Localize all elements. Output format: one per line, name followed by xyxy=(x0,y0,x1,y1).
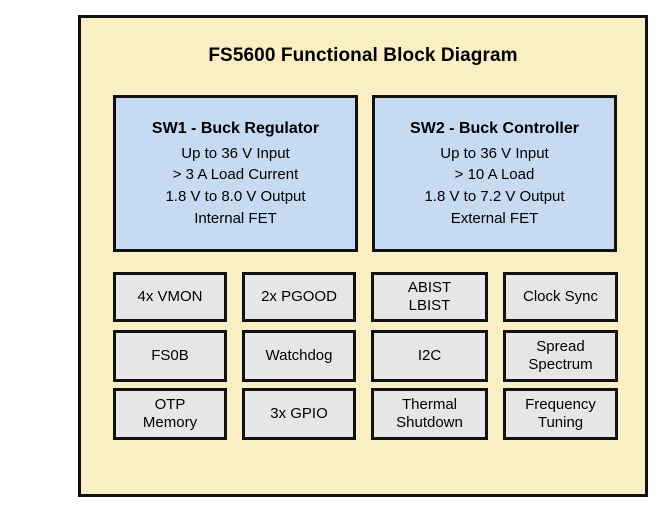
feature-cell-frequency-tuning: Frequency Tuning xyxy=(503,388,618,440)
sw1-spec-line-1: Up to 36 V Input xyxy=(181,144,290,162)
switching-blocks-row: SW1 - Buck Regulator Up to 36 V Input > … xyxy=(113,95,617,252)
feature-label: OTP Memory xyxy=(142,396,198,431)
diagram-title: FS5600 Functional Block Diagram xyxy=(208,45,518,66)
sw1-spec-line-4: Internal FET xyxy=(194,209,277,227)
feature-cell-otp-memory: OTP Memory xyxy=(113,388,227,440)
feature-grid: 4x VMON 2x PGOOD ABIST LBIST Clock Sync … xyxy=(113,272,618,440)
sw1-buck-regulator-block: SW1 - Buck Regulator Up to 36 V Input > … xyxy=(113,95,358,252)
feature-cell-i2c: I2C xyxy=(371,330,488,382)
feature-cell-fs0b: FS0B xyxy=(113,330,227,382)
sw1-spec-line-3: 1.8 V to 8.0 V Output xyxy=(165,188,306,205)
feature-label: FS0B xyxy=(151,347,189,365)
sw2-spec-line-2: > 10 A Load xyxy=(454,166,535,184)
sw2-buck-controller-block: SW2 - Buck Controller Up to 36 V Input >… xyxy=(372,95,617,252)
feature-cell-vmon: 4x VMON xyxy=(113,272,227,322)
diagram-frame: FS5600 Functional Block Diagram SW1 - Bu… xyxy=(78,15,648,497)
feature-label: Spread Spectrum xyxy=(528,338,593,373)
feature-label: 2x PGOOD xyxy=(261,288,337,306)
feature-cell-pgood: 2x PGOOD xyxy=(242,272,356,322)
feature-label: Clock Sync xyxy=(522,288,599,306)
sw1-spec-line-2: > 3 A Load Current xyxy=(172,166,299,184)
sw2-spec-line-4: External FET xyxy=(450,209,539,227)
sw2-spec-line-3: 1.8 V to 7.2 V Output xyxy=(424,188,565,205)
feature-cell-clock-sync: Clock Sync xyxy=(503,272,618,322)
feature-label: Thermal Shutdown xyxy=(396,396,463,431)
feature-cell-watchdog: Watchdog xyxy=(242,330,356,382)
feature-label: ABIST LBIST xyxy=(407,279,452,314)
feature-label: Frequency Tuning xyxy=(525,396,596,431)
feature-cell-abist-lbist: ABIST LBIST xyxy=(371,272,488,322)
feature-cell-spread-spectrum: Spread Spectrum xyxy=(503,330,618,382)
feature-label: 4x VMON xyxy=(137,288,203,306)
feature-label: I2C xyxy=(417,347,442,365)
feature-cell-gpio: 3x GPIO xyxy=(242,388,356,440)
sw2-title: SW2 - Buck Controller xyxy=(410,119,579,137)
feature-label: Watchdog xyxy=(265,347,333,365)
feature-label: 3x GPIO xyxy=(270,405,328,423)
feature-cell-thermal-shutdown: Thermal Shutdown xyxy=(371,388,488,440)
sw1-title: SW1 - Buck Regulator xyxy=(151,119,320,137)
sw2-spec-line-1: Up to 36 V Input xyxy=(440,144,549,162)
